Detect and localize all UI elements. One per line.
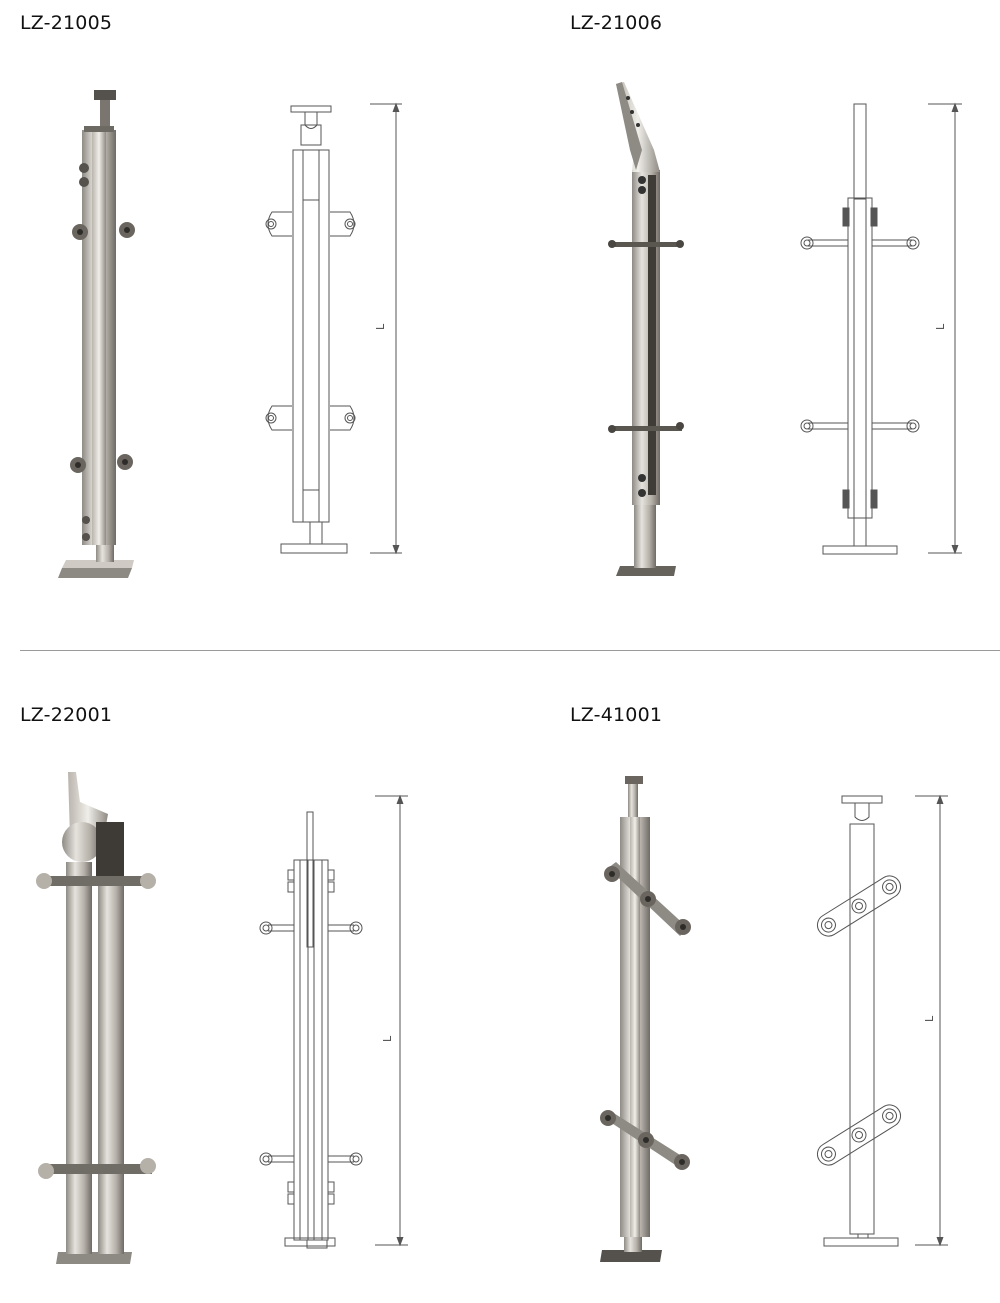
- dimension-label: L: [374, 323, 387, 330]
- model-number: LZ-21005: [20, 12, 113, 34]
- product-lz-41001: LZ-41001: [550, 692, 1000, 1303]
- product-lz-21005: LZ-21005: [0, 0, 500, 640]
- dimension-label: L: [934, 323, 947, 330]
- product-illustration: L: [600, 776, 948, 1262]
- post-line-drawing: [800, 103, 920, 555]
- post-line-drawing: [265, 105, 356, 554]
- product-illustration: L: [608, 82, 962, 576]
- product-illustration: L: [36, 772, 408, 1264]
- post-photo: [608, 82, 684, 576]
- product-illustration: L: [58, 90, 402, 578]
- model-number: LZ-41001: [570, 704, 663, 726]
- post-photo: [58, 90, 135, 578]
- dimension-line: [928, 102, 962, 555]
- product-lz-21006: LZ-21006: [550, 0, 1000, 640]
- model-number: LZ-21006: [570, 12, 663, 34]
- dimension-line: [915, 794, 948, 1247]
- section-divider: [20, 650, 1000, 651]
- dimension-label: L: [923, 1015, 936, 1022]
- post-photo: [600, 776, 691, 1262]
- dimension-label: L: [381, 1035, 394, 1042]
- dimension-line: [370, 102, 402, 555]
- product-lz-22001: LZ-22001: [0, 692, 500, 1303]
- dimension-line: [375, 794, 408, 1247]
- post-line-drawing: [816, 795, 902, 1247]
- model-number: LZ-22001: [20, 704, 113, 726]
- post-line-drawing: [259, 811, 363, 1249]
- post-photo: [36, 772, 156, 1264]
